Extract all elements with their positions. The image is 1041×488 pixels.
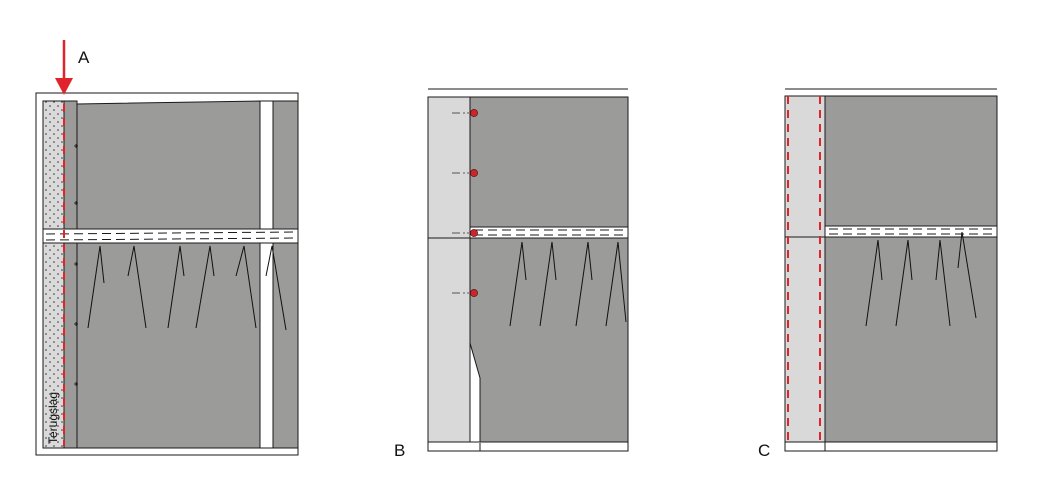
panel-b-label: B: [394, 441, 405, 460]
panel-b-bottom-band: [427, 441, 629, 452]
panel-b-pins: [452, 109, 478, 297]
pin-icon: [452, 229, 478, 237]
panel-a-upper-fabric-right: [272, 100, 299, 230]
panel-a-pleats: [87, 245, 287, 331]
panel-a: Terugslag A: [35, 40, 299, 456]
panel-a-label: A: [78, 48, 90, 67]
panel-b-pleats: [509, 241, 627, 327]
panel-c-pleats: [865, 231, 977, 327]
panel-a-markers: [74, 144, 78, 386]
panel-c-label: C: [758, 441, 770, 460]
panel-b-hem-band: [469, 226, 629, 239]
arrow-down-icon: [55, 40, 73, 95]
pin-icon: [452, 289, 478, 297]
panel-a-side-label: Terugslag: [46, 392, 60, 444]
panel-c-upper-fabric: [824, 95, 998, 227]
panel-a-fold: [63, 100, 78, 449]
pin-icon: [452, 109, 478, 117]
pin-icon: [452, 169, 478, 177]
panel-b-lower-fabric: [469, 237, 629, 444]
panel-c-hem-band: [824, 225, 998, 238]
panel-b: B: [394, 88, 629, 460]
panel-a-hem-band: [42, 228, 299, 244]
panel-a-lower-fabric: [76, 242, 261, 449]
panel-c-bottom-band: [784, 441, 998, 452]
panel-b-lining: [427, 96, 471, 443]
panel-c: C: [758, 88, 998, 460]
panel-a-upper-fabric: [76, 100, 261, 230]
panel-b-upper-fabric: [469, 96, 629, 228]
